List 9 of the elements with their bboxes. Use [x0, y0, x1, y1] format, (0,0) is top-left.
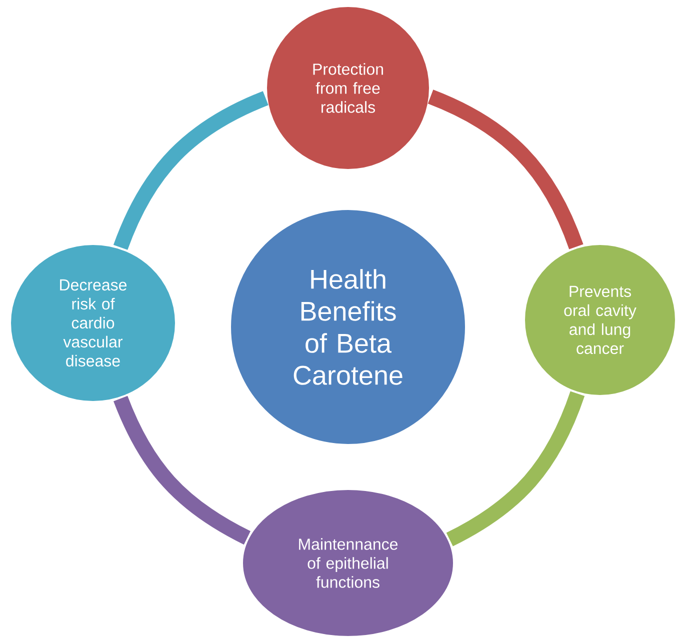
circle-node: Maintennance of epithelial functions — [241, 488, 455, 637]
arc-connector — [428, 90, 584, 250]
circle-node: Decrease risk of cardio vascular disease — [9, 243, 177, 403]
circle-node: Protection from free radicals — [265, 5, 431, 171]
arc-connector — [114, 396, 251, 545]
arc-connector — [446, 391, 585, 546]
circle-node: Health Benefits of Beta Carotene — [229, 208, 467, 446]
circle-node: Prevents oral cavity and lung cancer — [523, 243, 676, 397]
arc-connector — [114, 91, 269, 250]
